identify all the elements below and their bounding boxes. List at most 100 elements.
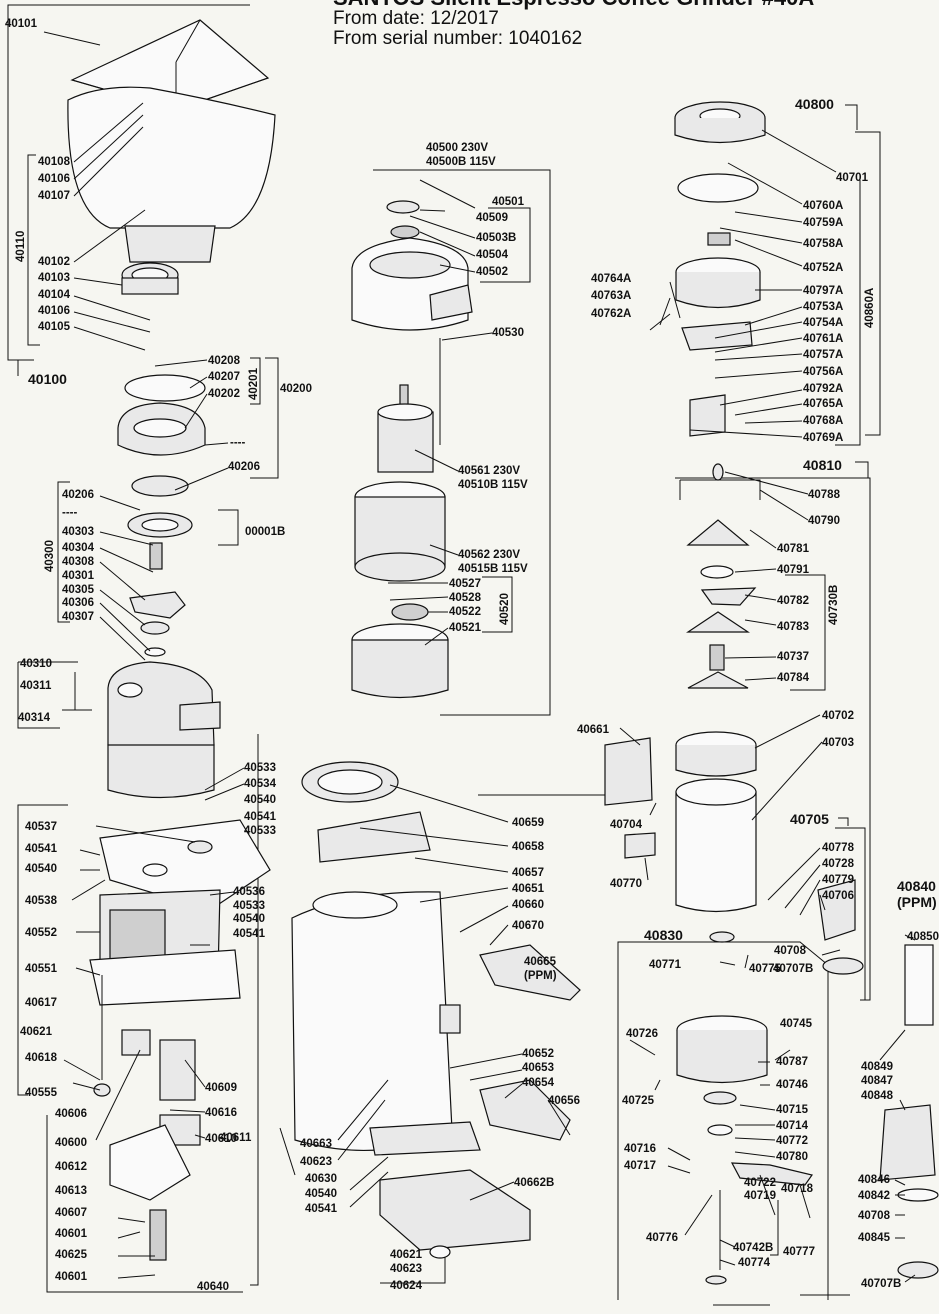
part-number-label: 40201 bbox=[248, 367, 260, 400]
part-number-label: 40746 bbox=[776, 1079, 808, 1091]
part-number-label: 40760A bbox=[803, 200, 843, 212]
part-number-label: 40787 bbox=[776, 1056, 808, 1068]
hopper-collar bbox=[121, 262, 179, 295]
part-number-label: 40314 bbox=[18, 712, 51, 724]
part-number-label: 40616 bbox=[205, 1107, 237, 1119]
part-number-label: 40601 bbox=[55, 1271, 88, 1283]
part-number-label: 40522 bbox=[449, 606, 481, 618]
part-number-label: 40540 bbox=[233, 913, 265, 925]
part-number-label: 40662B bbox=[514, 1177, 554, 1189]
part-number-label: 40540 bbox=[25, 863, 57, 875]
header-title: SANTOS Silent Espresso Coffee Grinder #4… bbox=[333, 0, 814, 9]
part-number-label: 40100 bbox=[28, 371, 67, 387]
leader-lines bbox=[43, 31, 916, 1283]
part-number-label: 40607 bbox=[55, 1207, 87, 1219]
part-number-label: 40300 bbox=[44, 540, 56, 572]
part-number-label: 40630 bbox=[305, 1173, 337, 1185]
part-number-label: 40850 bbox=[907, 931, 939, 943]
part-number-label: 40762A bbox=[591, 308, 631, 320]
part-number-label: 40708 bbox=[858, 1210, 891, 1222]
part-number-label: 40776 bbox=[646, 1232, 678, 1244]
part-number-label: 40105 bbox=[38, 321, 71, 333]
part-number-label: 40661 bbox=[577, 724, 610, 736]
part-number-label: 40707B bbox=[861, 1278, 901, 1290]
part-number-label: 40612 bbox=[55, 1161, 87, 1173]
part-number-label: 40775 bbox=[749, 963, 782, 975]
part-number-label: 40541 bbox=[25, 843, 58, 855]
part-number-label: 40537 bbox=[25, 821, 57, 833]
part-number-label: 40106 bbox=[38, 305, 70, 317]
part-number-label: 40541 bbox=[244, 811, 277, 823]
part-number-label: 40624 bbox=[390, 1280, 423, 1292]
part-number-label: 40745 bbox=[780, 1018, 813, 1030]
part-number-label: ---- bbox=[230, 437, 245, 449]
group-lines bbox=[7, 4, 881, 1306]
part-number-label: 40540 bbox=[305, 1188, 337, 1200]
part-number-label: 40663 bbox=[300, 1138, 332, 1150]
part-number-label: 40307 bbox=[62, 611, 94, 623]
part-number-label: 40768A bbox=[803, 415, 843, 427]
part-number-label: 40847 bbox=[861, 1075, 893, 1087]
part-number-label: 40792A bbox=[803, 383, 843, 395]
part-number-label: 40106 bbox=[38, 173, 70, 185]
doser-body bbox=[604, 731, 757, 913]
part-number-label: 40783 bbox=[777, 621, 809, 633]
part-number-label: 40781 bbox=[777, 543, 810, 555]
fork-holders bbox=[439, 944, 581, 1141]
doser-top bbox=[675, 232, 761, 437]
part-number-label: 40704 bbox=[610, 819, 643, 831]
part-number-label: 40849 bbox=[861, 1061, 893, 1073]
part-number-label: 40510B 115V bbox=[458, 479, 528, 491]
part-number-label: 40654 bbox=[522, 1077, 555, 1089]
part-number-label: 40200 bbox=[280, 383, 312, 395]
part-number-label: 40774 bbox=[738, 1257, 771, 1269]
part-number-label: 40623 bbox=[390, 1263, 422, 1275]
part-number-label: 40515B 115V bbox=[458, 563, 528, 575]
part-number-label: 40763A bbox=[591, 290, 631, 302]
part-number-label: 40541 bbox=[305, 1203, 338, 1215]
part-number-label: 40611 bbox=[220, 1132, 252, 1144]
dose-chamber bbox=[676, 931, 813, 1285]
part-number-label: 40501 bbox=[492, 196, 525, 208]
part-number-label: 40714 bbox=[776, 1120, 809, 1132]
part-number-label: 40790 bbox=[808, 515, 840, 527]
part-number-label: 40730B bbox=[828, 585, 840, 625]
part-number-label: 40659 bbox=[512, 817, 544, 829]
part-number-label: 40609 bbox=[205, 1082, 237, 1094]
doser-lid bbox=[674, 101, 766, 203]
part-number-label: 40304 bbox=[62, 542, 95, 554]
part-number-label: 40107 bbox=[38, 190, 70, 202]
part-number-label: 40845 bbox=[858, 1232, 891, 1244]
part-number-label: (PPM) bbox=[524, 970, 557, 982]
part-number-label: 40779 bbox=[822, 874, 854, 886]
part-number-label: 40108 bbox=[38, 156, 71, 168]
part-number-label: 40613 bbox=[55, 1185, 87, 1197]
part-number-label: 40717 bbox=[624, 1160, 656, 1172]
part-number-label: 40658 bbox=[512, 841, 545, 853]
part-number-label: 40110 bbox=[15, 231, 27, 262]
part-number-label: 40533 bbox=[244, 762, 276, 774]
part-number-label: 40765A bbox=[803, 398, 843, 410]
part-number-label: 40848 bbox=[861, 1090, 894, 1102]
motor-stator bbox=[354, 481, 446, 582]
part-number-label: 40533 bbox=[244, 825, 276, 837]
part-number-label: 40536 bbox=[233, 886, 265, 898]
hopper bbox=[67, 86, 276, 263]
part-number-label: 40797A bbox=[803, 285, 843, 297]
part-number-label: 40618 bbox=[25, 1052, 58, 1064]
part-number-label: 40625 bbox=[55, 1249, 88, 1261]
part-number-label: 40534 bbox=[244, 778, 277, 790]
part-number-label: 40552 bbox=[25, 927, 57, 939]
part-number-label: 40756A bbox=[803, 366, 843, 378]
part-number-label: 40800 bbox=[795, 96, 834, 112]
part-number-label: 40521 bbox=[449, 622, 482, 634]
part-number-label: 40842 bbox=[858, 1190, 890, 1202]
part-number-label: 40651 bbox=[512, 883, 545, 895]
gear-plate bbox=[89, 819, 271, 1006]
part-number-label: 40657 bbox=[512, 867, 544, 879]
part-number-label: 40533 bbox=[233, 900, 265, 912]
part-number-label: 40769A bbox=[803, 432, 843, 444]
part-number-label: 40810 bbox=[803, 457, 842, 473]
